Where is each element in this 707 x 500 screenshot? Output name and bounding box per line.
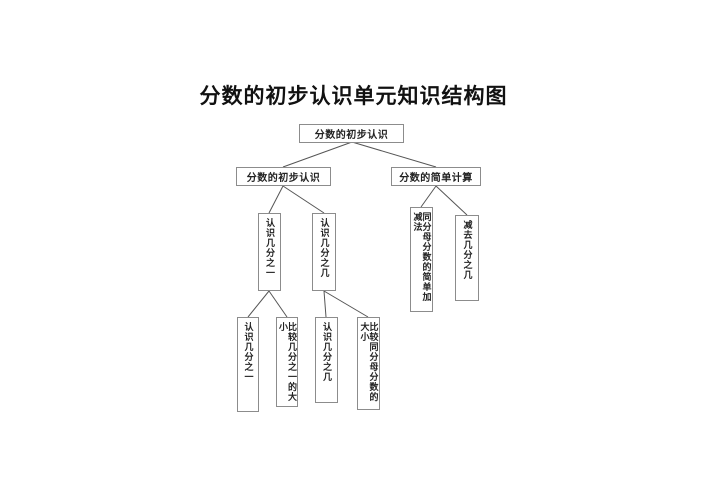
node-l4-know-one: 认识几分之一 (237, 317, 259, 412)
node-know-one-label: 认识几分之一 (265, 218, 275, 278)
node-same-denominator-calc-label: 同分母分数的简单加减法 (412, 212, 432, 302)
node-l4-compare-same-denominator-label: 比较同分母分数的大小 (359, 322, 379, 402)
node-l4-compare-one: 比较几分之一的大小 (276, 317, 298, 407)
page-title: 分数的初步认识单元知识结构图 (199, 85, 508, 108)
node-know-some-label: 认识几分之几 (319, 218, 330, 278)
node-subtract-fraction-label: 减去几分之几 (462, 220, 473, 280)
node-know-one: 认识几分之一 (258, 213, 281, 291)
node-root: 分数的初步认识 (299, 124, 404, 143)
node-l4-know-one-label: 认识几分之一 (243, 322, 254, 382)
node-level2-left: 分数的初步认识 (236, 167, 331, 186)
node-l4-know-some-label: 认识几分之几 (322, 322, 332, 382)
node-same-denominator-calc: 同分母分数的简单加减法 (410, 207, 433, 312)
node-know-some: 认识几分之几 (312, 213, 336, 291)
node-l4-know-some: 认识几分之几 (315, 317, 338, 403)
node-subtract-fraction: 减去几分之几 (455, 215, 479, 301)
node-level2-right: 分数的简单计算 (391, 167, 481, 186)
node-l4-compare-one-label: 比较几分之一的大小 (278, 322, 297, 402)
node-l4-compare-same-denominator: 比较同分母分数的大小 (357, 317, 380, 410)
